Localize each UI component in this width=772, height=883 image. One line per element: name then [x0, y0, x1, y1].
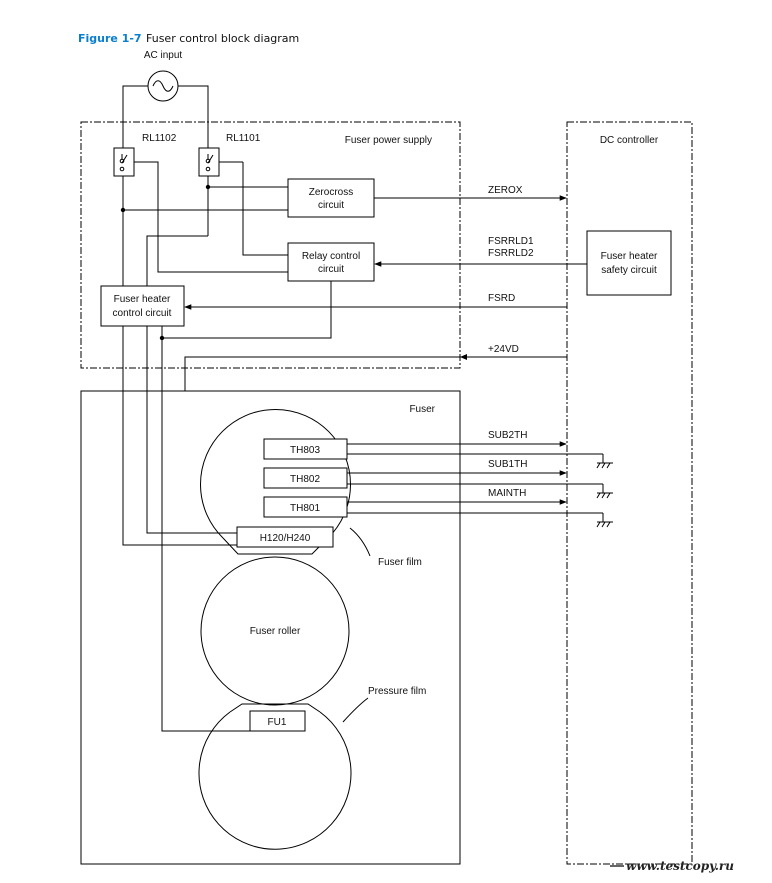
sine-wave-icon: [152, 80, 174, 92]
fuser-film: [200, 408, 351, 539]
fuser-power-supply-box: [80, 121, 461, 369]
figure-title: Fuser control block diagram: [146, 32, 299, 45]
mainth-signal: MAINTH: [488, 488, 526, 499]
fuser-roller-label: Fuser roller: [250, 626, 301, 637]
relay-control-circuit-box: [287, 242, 375, 282]
th803-label: TH803: [290, 445, 320, 456]
thermistor-th803: [263, 438, 348, 460]
fuser-label: Fuser: [409, 404, 435, 415]
figure-number: Figure 1-7: [78, 32, 142, 45]
fuser-film-label: Fuser film: [378, 557, 422, 568]
rl1101-label: RL1101: [226, 133, 261, 144]
ground-icon: [596, 513, 613, 528]
sub1th-signal: SUB1TH: [488, 459, 527, 470]
fuser-heater-safety-circuit-box: [586, 230, 672, 296]
zerox-signal: ZEROX: [488, 185, 523, 196]
fsrrld2-signal: FSRRLD2: [488, 248, 534, 259]
thermistor-th802: [263, 467, 348, 489]
ground-icon: [596, 484, 613, 499]
dc-controller-label: DC controller: [600, 135, 659, 146]
fsrrld1-signal: FSRRLD1: [488, 236, 534, 247]
relay-control-label-1: Relay control: [302, 251, 360, 262]
fuser-power-supply-label: Fuser power supply: [345, 135, 432, 146]
fu1-label: FU1: [268, 717, 287, 728]
watermark: www.testcopy.ru: [626, 859, 734, 873]
v24-signal: +24VD: [488, 344, 519, 355]
safety-label-2: safety circuit: [601, 265, 657, 276]
zerocross-label-2: circuit: [318, 200, 344, 211]
dc-controller-box: [566, 121, 693, 865]
zerocross-label-1: Zerocross: [309, 187, 353, 198]
heater-control-label-1: Fuser heater: [114, 294, 171, 305]
safety-label-1: Fuser heater: [601, 251, 658, 262]
ground-icon: [596, 454, 613, 469]
pressure-film-label: Pressure film: [368, 686, 426, 697]
fsrd-signal: FSRD: [488, 293, 515, 304]
pressure-film: [198, 711, 352, 850]
thermal-fuse-fu1: [249, 710, 306, 732]
fuser-roller: [200, 556, 350, 706]
rl1102-label: RL1102: [142, 133, 177, 144]
heater-control-label-2: control circuit: [113, 308, 172, 319]
th801-label: TH801: [290, 503, 320, 514]
relay-control-label-2: circuit: [318, 264, 344, 275]
ac-input-label: AC input: [144, 50, 183, 61]
sub2th-signal: SUB2TH: [488, 430, 527, 441]
thermistor-th801: [263, 496, 348, 518]
zerocross-circuit-box: [287, 178, 375, 218]
fuser-heater-control-circuit-box: [100, 285, 185, 327]
heater-h120-h240: [236, 526, 334, 548]
heater-label: H120/H240: [260, 533, 311, 544]
th802-label: TH802: [290, 474, 320, 485]
